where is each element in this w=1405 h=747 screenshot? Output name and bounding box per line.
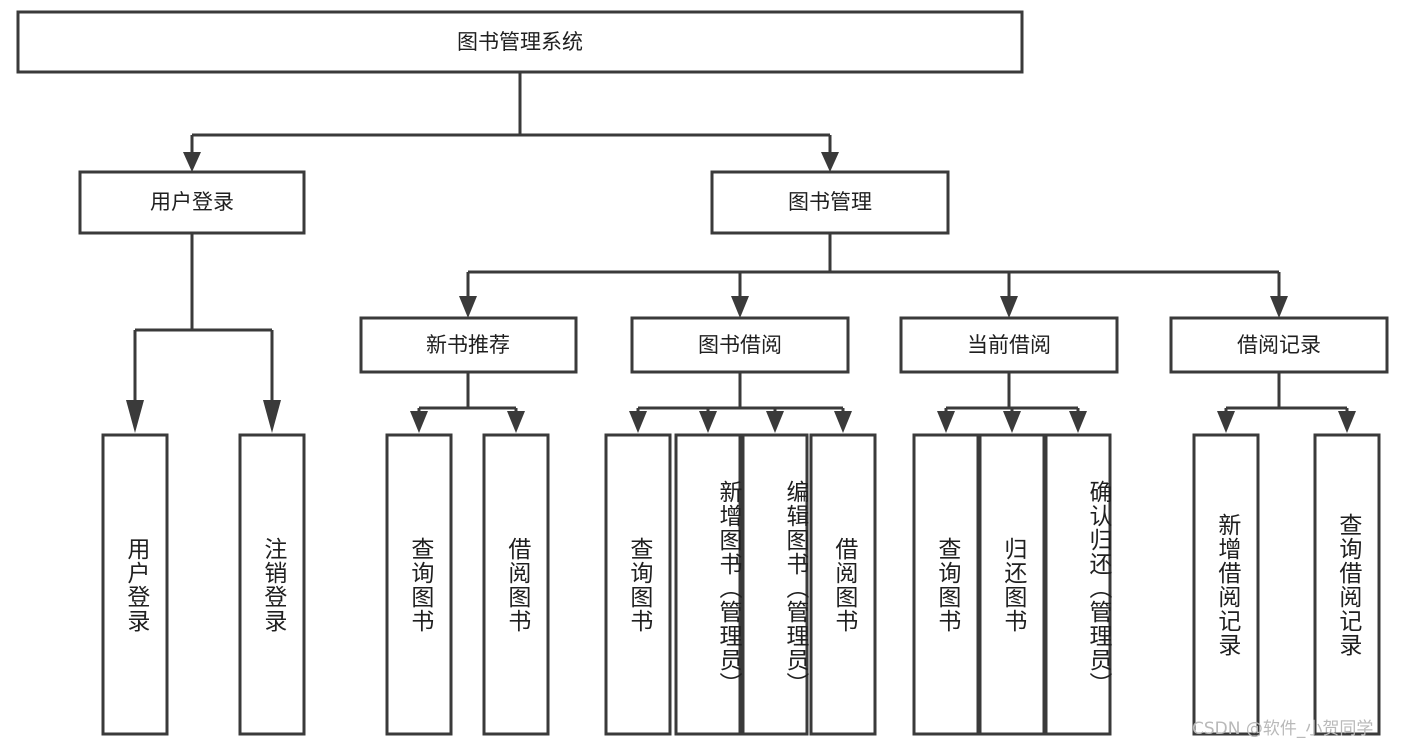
node-leaf-borrow-book-1-box[interactable]: [482, 433, 550, 736]
arrowhead-edit-book: [766, 411, 784, 433]
arrowhead-add-record: [1217, 411, 1235, 433]
arrowhead-newbook: [459, 296, 477, 318]
node-leaf-confirm-return-box[interactable]: [1044, 433, 1112, 736]
node-bookmgmt-box[interactable]: [710, 170, 950, 235]
node-leaf-borrow-book-2-box[interactable]: [809, 433, 877, 736]
node-records-label: 借阅记录: [1237, 333, 1321, 357]
arrowhead-login: [183, 152, 201, 172]
node-records[interactable]: 借阅记录: [1169, 316, 1389, 374]
arrowhead-current: [1000, 296, 1018, 318]
arrowhead-user-logout: [263, 400, 281, 433]
node-leaf-query-book-3-box[interactable]: [912, 433, 980, 736]
node-leaf-query-record-box[interactable]: [1313, 433, 1381, 736]
node-bookmgmt-label: 图书管理: [788, 190, 872, 214]
node-newbook-box[interactable]: [359, 316, 578, 374]
node-current-label: 当前借阅: [967, 333, 1051, 357]
watermark-text: CSDN @软件_小贺同学: [1192, 719, 1374, 739]
node-bookmgmt[interactable]: 图书管理: [710, 170, 950, 235]
node-newbook[interactable]: 新书推荐: [359, 316, 578, 374]
node-login-box[interactable]: [78, 170, 306, 235]
node-newbook-label: 新书推荐: [426, 333, 510, 357]
arrowhead-borrow-book-1: [507, 411, 525, 433]
node-root-box[interactable]: [16, 10, 1024, 74]
arrowhead-bookmgmt: [821, 152, 839, 172]
connector-layer: [126, 72, 1356, 433]
arrowhead-return-book: [1003, 411, 1021, 433]
arrowhead-user-login: [126, 400, 144, 433]
arrowhead-records: [1270, 296, 1288, 318]
node-leaf-add-book-box[interactable]: [674, 433, 742, 736]
node-root[interactable]: 图书管理系统: [16, 10, 1024, 74]
node-root-label: 图书管理系统: [457, 30, 583, 54]
node-login-label: 用户登录: [150, 190, 234, 214]
node-leaf-user-login-box[interactable]: [101, 433, 169, 736]
arrowhead-borrow: [731, 296, 749, 318]
node-leaf-edit-book-box[interactable]: [741, 433, 809, 736]
node-borrow[interactable]: 图书借阅: [630, 316, 850, 374]
arrowhead-query-book-3: [937, 411, 955, 433]
node-current[interactable]: 当前借阅: [899, 316, 1119, 374]
arrowhead-query-book-2: [629, 411, 647, 433]
arrowhead-confirm-return: [1069, 411, 1087, 433]
node-leaf-query-book-2-box[interactable]: [604, 433, 672, 736]
node-leaf-query-book-1-box[interactable]: [385, 433, 453, 736]
node-leaf-add-record-box[interactable]: [1192, 433, 1260, 736]
node-leaf-return-book-box[interactable]: [978, 433, 1046, 736]
arrowhead-query-record: [1338, 411, 1356, 433]
node-login[interactable]: 用户登录: [78, 170, 306, 235]
node-borrow-box[interactable]: [630, 316, 850, 374]
node-leaf-user-logout-box[interactable]: [238, 433, 306, 736]
arrowhead-query-book-1: [410, 411, 428, 433]
node-current-box[interactable]: [899, 316, 1119, 374]
node-borrow-label: 图书借阅: [698, 333, 782, 357]
arrowhead-add-book: [699, 411, 717, 433]
arrowhead-borrow-book-2: [834, 411, 852, 433]
node-records-box[interactable]: [1169, 316, 1389, 374]
